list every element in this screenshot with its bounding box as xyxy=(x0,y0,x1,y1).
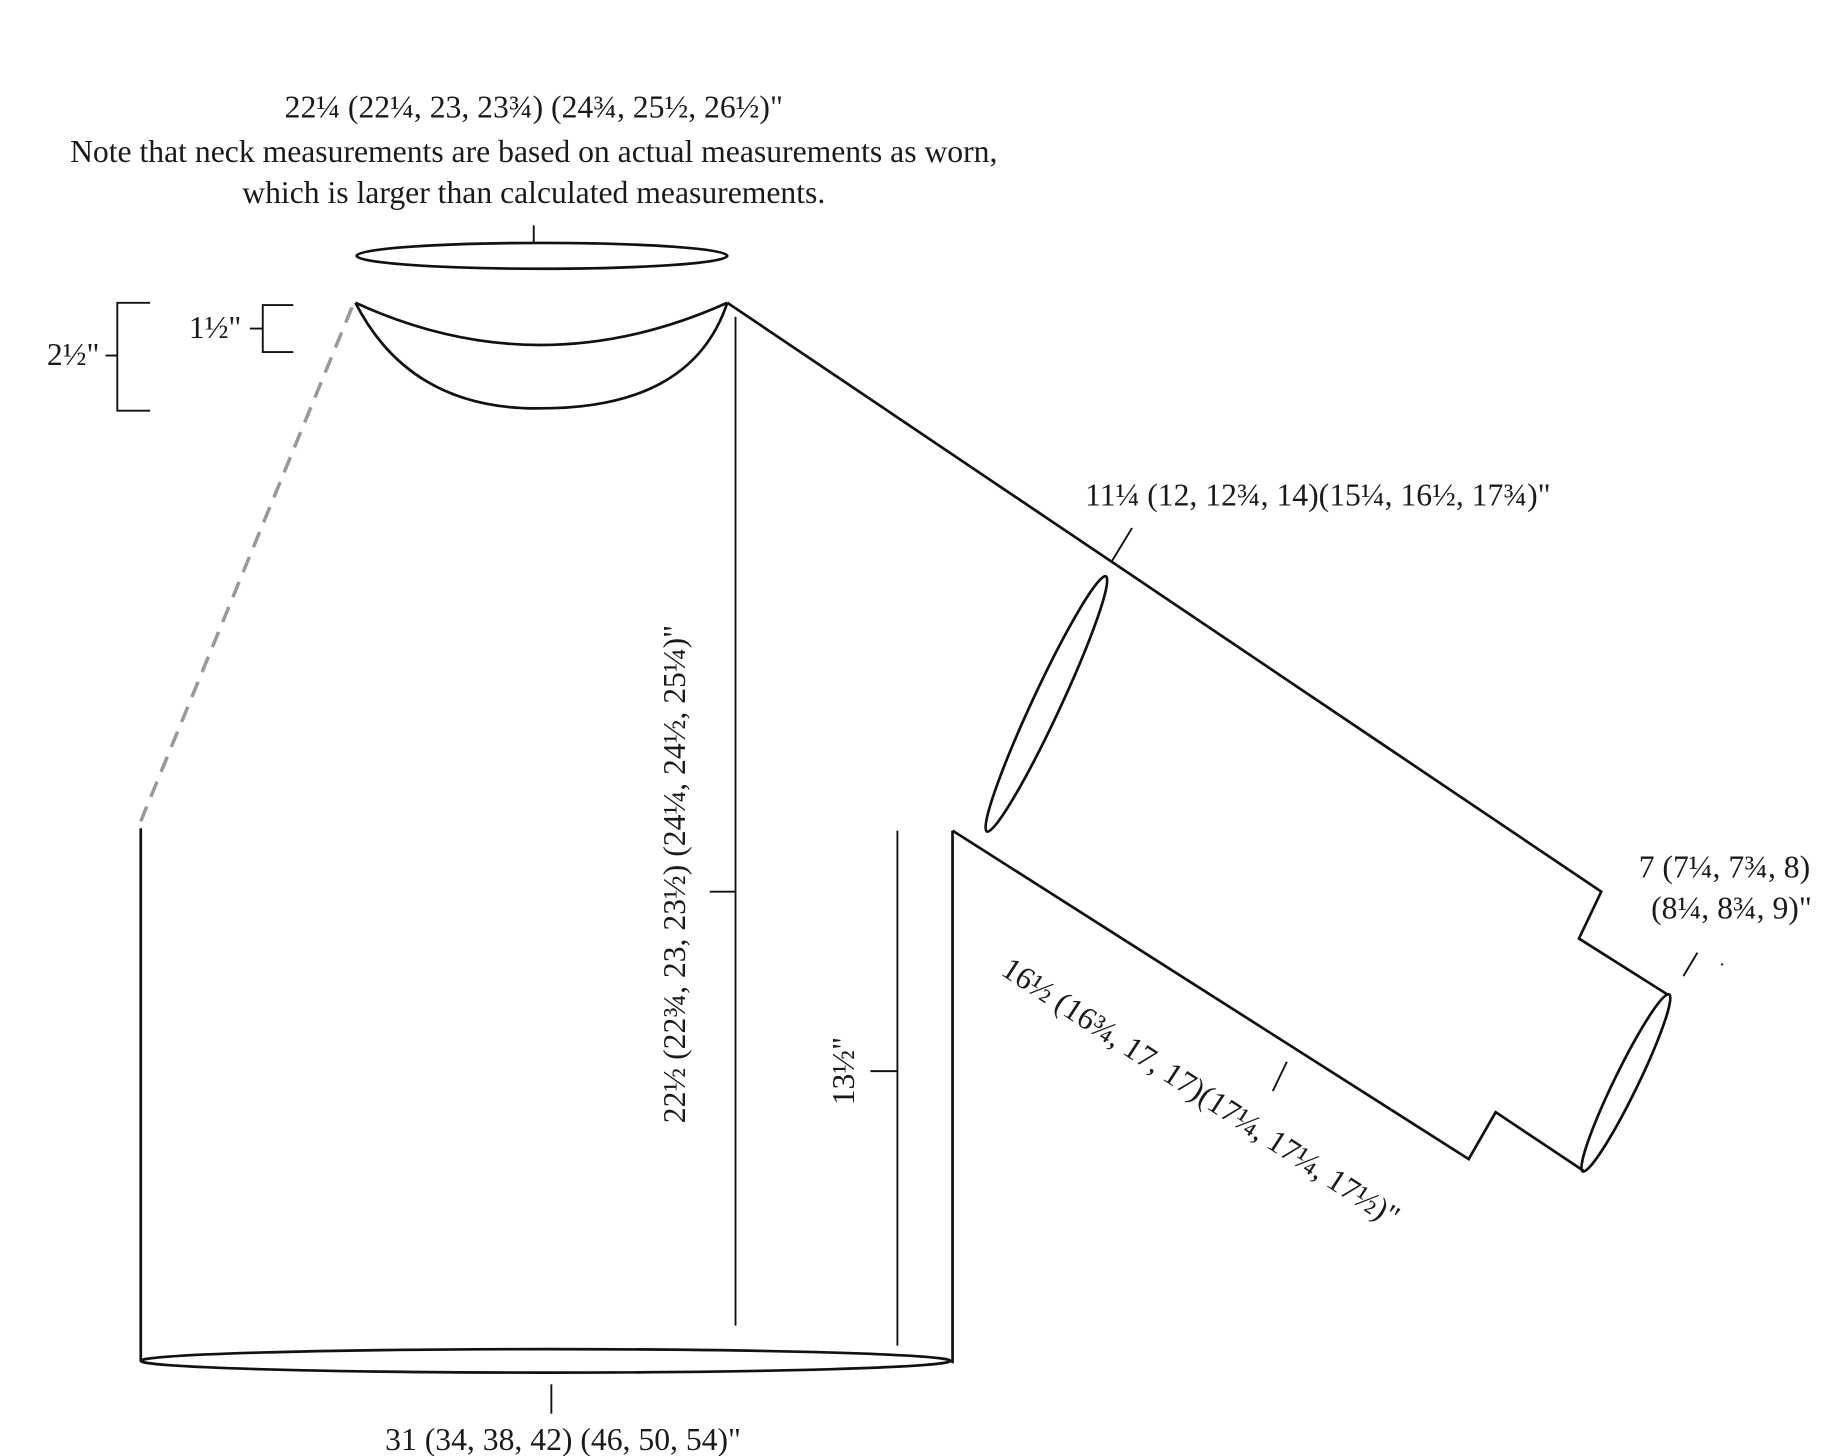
back-neck-curve xyxy=(354,302,729,410)
dashed-raglan-line xyxy=(139,306,354,822)
front-neck-depth-label: 1½" xyxy=(189,310,242,345)
body-length-label: 22½ (22¾, 23, 23½) (24¼, 24½, 25¼)" xyxy=(657,625,692,1123)
neck-note-line1: Note that neck measurements are based on… xyxy=(70,134,997,169)
upper-arm-circumference-label: 11¼ (12, 12¾, 14)(15¼, 16½, 17¾)" xyxy=(1085,478,1550,513)
underarm-length-label: 13½" xyxy=(826,1037,861,1105)
cuff-circumference-label-line1: 7 (7¼, 7¾, 8) xyxy=(1639,850,1810,885)
sleeve-bottom-edge xyxy=(951,829,1585,1172)
neck-circumference-label: 22¼ (22¼, 23, 23¾) (24¾, 25½, 26½)" xyxy=(285,89,783,124)
sleeve-length-label: 16½ (16¾, 17, 17)(17¼, 17¼, 17½)" xyxy=(996,950,1406,1233)
stray-dot xyxy=(1720,963,1724,966)
upper-arm-tick xyxy=(1111,527,1133,562)
front-neck-curve xyxy=(354,301,728,347)
neck-opening-ellipse xyxy=(355,241,729,271)
back-neck-depth-label: 2½" xyxy=(47,337,100,372)
neck-note-line2: which is larger than calculated measurem… xyxy=(242,175,825,210)
cuff-circumference-label-line2: (8¼, 8¾, 9)" xyxy=(1651,891,1812,926)
hem-circumference-label: 31 (34, 38, 42) (46, 50, 54)" xyxy=(385,1422,741,1456)
front-neck-bracket xyxy=(261,304,294,353)
back-neck-bracket xyxy=(116,301,151,412)
hem-ellipse xyxy=(139,1347,952,1374)
sleeve-top-edge xyxy=(726,301,1669,997)
cuff-tick xyxy=(1682,952,1699,977)
upper-arm-ellipse xyxy=(984,574,1109,834)
sleeve-length-tick xyxy=(1271,1061,1288,1092)
cuff-ellipse xyxy=(1580,992,1672,1173)
